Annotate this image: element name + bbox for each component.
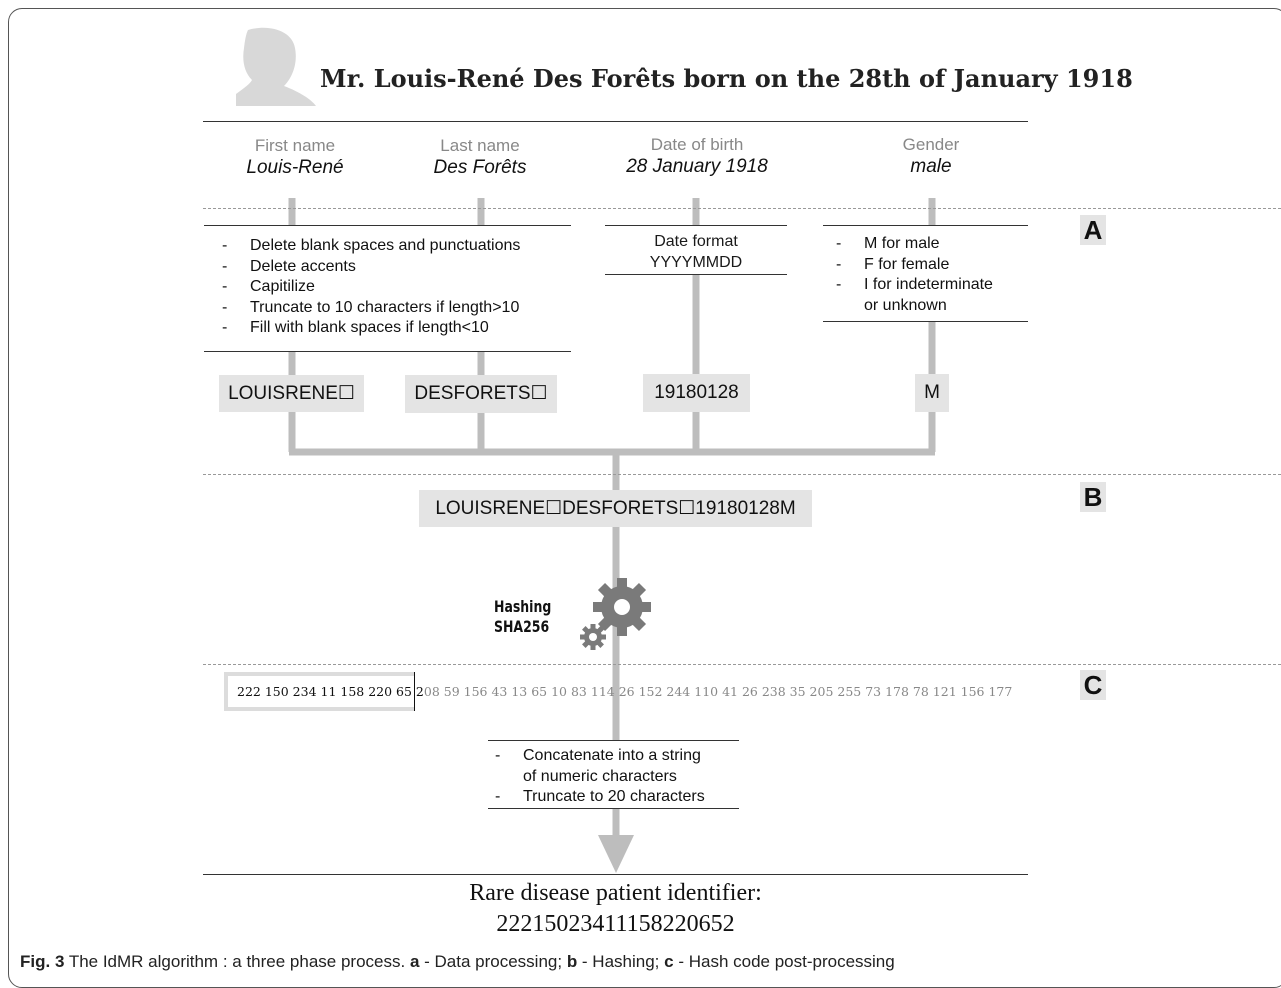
name-rules-list: Delete blank spaces and punctuations Del…: [222, 236, 520, 339]
field-last-name: Last name Des Forêts: [405, 136, 555, 179]
post-rules-list: Concatenate into a string of numeric cha…: [495, 746, 705, 808]
field-date-of-birth: Date of birth 28 January 1918: [597, 135, 797, 178]
field-label: Date of birth: [650, 135, 744, 154]
name-rules-bottom-rule: [204, 351, 571, 352]
hash-cut-marker: [414, 672, 415, 711]
caption-key-c: c: [664, 952, 674, 971]
result-label: Rare disease patient identifier:: [469, 880, 762, 906]
caption-key-a: a: [409, 952, 420, 971]
list-item: Concatenate into a string: [495, 746, 705, 767]
concatenated-string: LOUISRENE☐DESFORETS☐19180128M: [419, 490, 812, 527]
result-identifier: 22215023411158220652: [496, 911, 735, 937]
list-item: of numeric characters: [523, 767, 677, 785]
first-name-output: LOUISRENE☐: [219, 375, 364, 412]
caption-text: The IdMR algorithm : a three phase proce…: [64, 952, 410, 971]
dob-output: 19180128: [643, 374, 750, 412]
caption-text: - Hashing;: [577, 952, 665, 971]
date-format-rule: Date format YYYYMMDD: [605, 232, 787, 273]
phase-a-label: A: [1080, 215, 1106, 245]
field-first-name: First name Louis-René: [220, 136, 370, 179]
hashing-label-line1: Hashing: [494, 597, 552, 616]
field-value: Louis-René: [246, 157, 344, 178]
person-avatar-icon: [236, 27, 316, 106]
result-top-rule: [203, 874, 1028, 875]
list-item: Truncate to 20 characters: [495, 787, 705, 808]
figure-caption: Fig. 3 The IdMR algorithm : a three phas…: [20, 952, 895, 972]
field-value: Des Forêts: [433, 157, 527, 178]
diagram-title: Mr. Louis-René Des Forêts born on the 28…: [320, 64, 1133, 93]
list-item: F for female: [836, 255, 993, 276]
field-value: male: [910, 156, 952, 177]
hash-kept-frame: [224, 672, 415, 711]
phase-b-label: B: [1080, 482, 1106, 512]
list-item: I for indeterminate: [836, 275, 993, 296]
arrow-head: [598, 835, 634, 873]
date-format-label: Date format: [654, 233, 738, 250]
hash-remaining-digits: 08 59 156 43 13 65 10 83 114 26 152 244 …: [423, 684, 1013, 699]
phase-c-separator: [203, 664, 1281, 665]
post-rules-top-rule: [488, 740, 739, 741]
list-item: Delete accents: [222, 257, 520, 278]
caption-text: - Hash code post-processing: [673, 952, 895, 971]
field-label: Last name: [440, 136, 520, 155]
field-label: First name: [254, 136, 336, 155]
hashing-label-line2: SHA256: [494, 617, 550, 636]
list-item: or unknown: [864, 296, 947, 314]
list-item: Fill with blank spaces if length<10: [222, 318, 520, 339]
post-rules-bottom-rule: [488, 808, 739, 809]
field-value: 28 January 1918: [626, 156, 768, 177]
date-format-pattern: YYYYMMDD: [649, 253, 743, 271]
field-gender: Gender male: [856, 135, 1006, 178]
list-item: Delete blank spaces and punctuations: [222, 236, 520, 257]
phase-a-separator: [203, 208, 1281, 209]
name-rules-top-rule: [204, 225, 571, 226]
caption-fig-number: Fig. 3: [20, 952, 65, 971]
gender-output: M: [915, 374, 949, 412]
phase-b-separator: [203, 474, 1281, 475]
list-item: Capitilize: [222, 277, 520, 298]
field-label: Gender: [902, 135, 960, 154]
phase-c-label: C: [1080, 670, 1106, 700]
date-rule-bottom-rule: [605, 274, 787, 275]
hash-kept-digits: 222 150 234 11 158 220 65 2: [237, 684, 424, 699]
list-item: M for male: [836, 234, 993, 255]
gender-rules-bottom-rule: [823, 321, 1028, 322]
caption-text: - Data processing;: [419, 952, 567, 971]
list-item: Truncate to 10 characters if length>10: [222, 298, 520, 319]
date-rule-top-rule: [605, 225, 787, 226]
last-name-output: DESFORETS☐: [405, 375, 557, 413]
hash-code: 222 150 234 11 158 220 65 208 59 156 43 …: [237, 684, 1012, 699]
gender-rules-top-rule: [823, 225, 1028, 226]
gender-rules-list: M for male F for female I for indetermin…: [836, 234, 993, 316]
caption-key-b: b: [566, 952, 578, 971]
title-underline: [203, 121, 1028, 122]
hashing-label: Hashing SHA256: [494, 597, 551, 637]
